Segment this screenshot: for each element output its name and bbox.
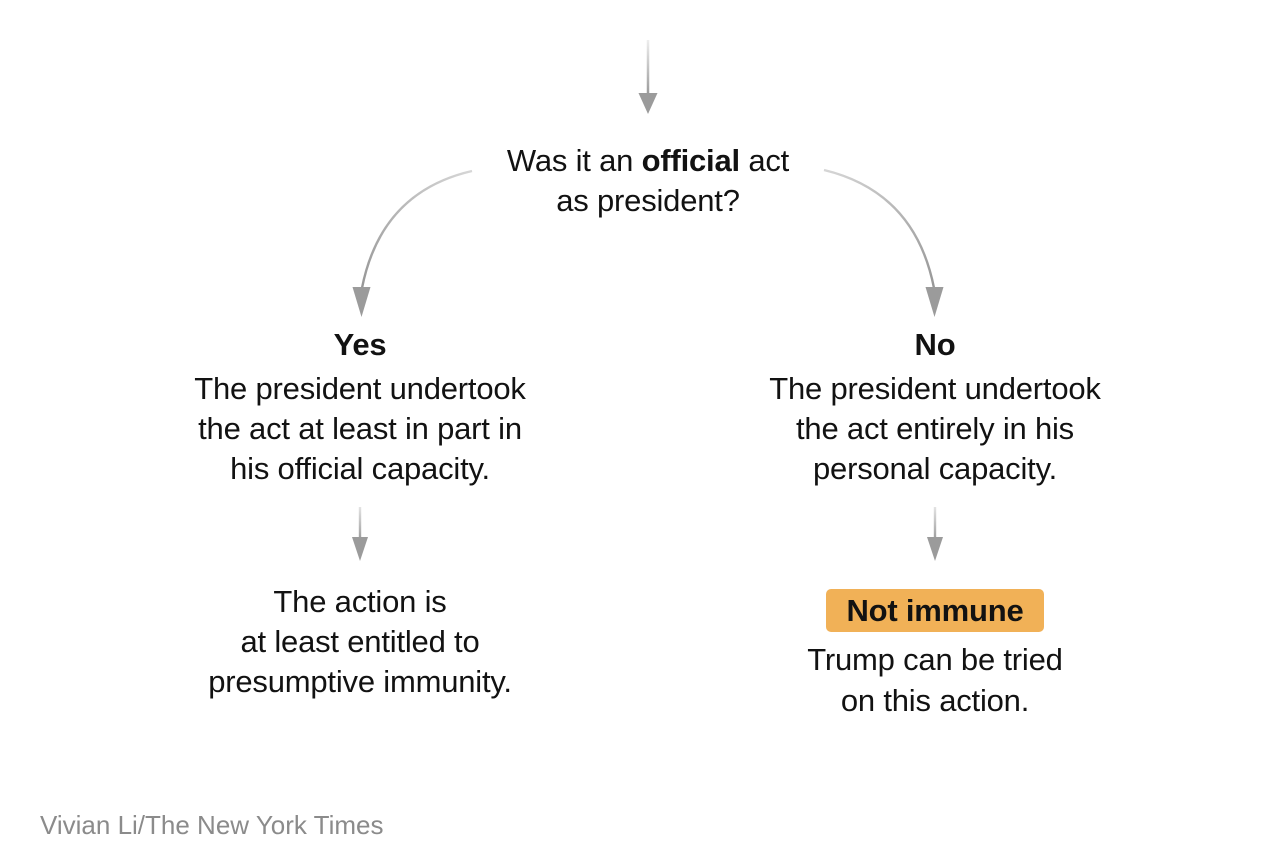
incoming-down-arrow-icon — [638, 40, 658, 114]
no-description: The president undertook the act entirely… — [769, 371, 1101, 486]
question-text-suffix: act — [739, 143, 790, 178]
yes-branch-node: Yes The president undertook the act at l… — [146, 324, 574, 489]
branch-arrow-yes-icon — [352, 169, 473, 317]
question-node: Was it an official act as president? — [448, 141, 848, 221]
yes-label: Yes — [333, 327, 387, 362]
question-text-bold: official — [641, 143, 741, 178]
no-label: No — [914, 327, 956, 362]
no-branch-node: No The president undertook the act entir… — [721, 324, 1149, 489]
branch-arrow-no-icon — [823, 168, 944, 317]
yes-outcome-node: The action is at least entitled to presu… — [208, 584, 512, 699]
question-line1: Was it an official act — [448, 141, 848, 181]
credit-line: Vivian Li/The New York Times — [40, 810, 384, 840]
down-arrow-no-icon — [927, 507, 943, 561]
not-immune-badge: Not immune — [826, 589, 1044, 632]
question-text-prefix: Was it an — [506, 143, 642, 178]
no-outcome-text: Trump can be tried on this action. — [807, 642, 1063, 718]
down-arrow-yes-icon — [352, 507, 368, 561]
no-outcome-node: Not immune Trump can be tried on this ac… — [721, 589, 1149, 721]
yes-description: The president undertook the act at least… — [194, 371, 526, 486]
question-line2: as president? — [556, 183, 740, 218]
